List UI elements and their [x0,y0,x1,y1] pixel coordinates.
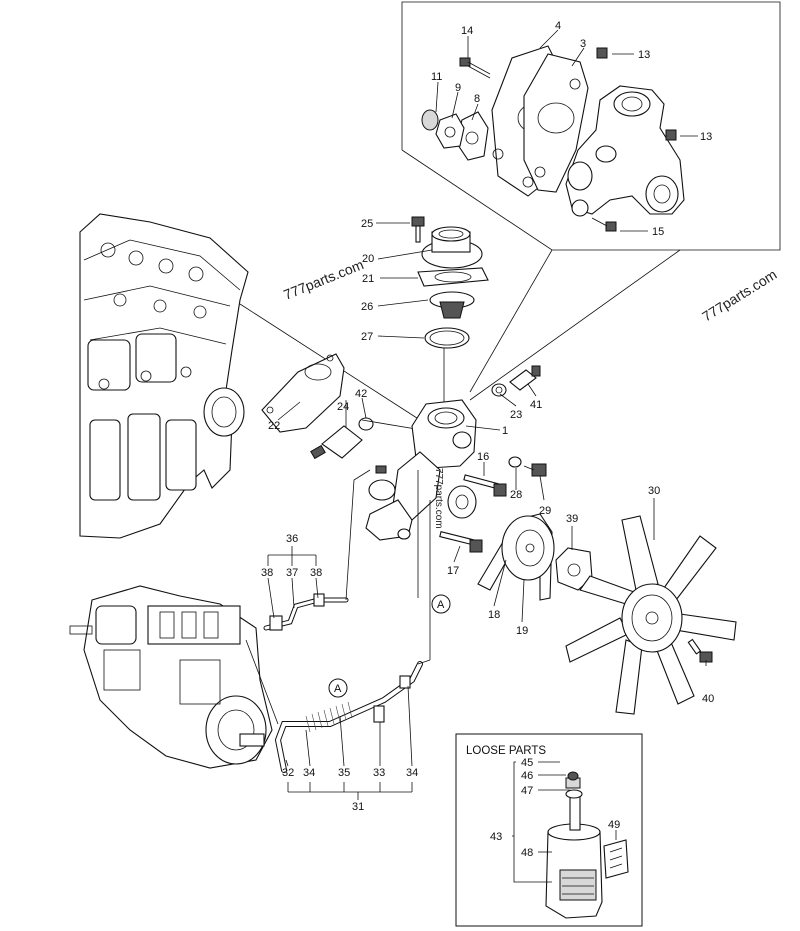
callout-21: 21 [362,273,374,285]
callout-24: 24 [337,401,349,413]
callout-18: 18 [488,609,500,621]
bolt-15 [605,221,617,232]
watermark-center: 777parts.com [433,468,444,529]
marker-a-upper-label: A [437,599,445,611]
callout-34-right: 34 [406,767,418,779]
callout-17: 17 [447,565,459,577]
temperature-sensor [321,425,363,459]
washer-23 [491,383,507,397]
callout-labels: 1 3 4 8 9 11 13 13 14 15 16 17 18 19 20 … [261,20,714,859]
callout-32: 32 [282,767,294,779]
callout-1: 1 [502,425,508,437]
callout-26: 26 [361,301,373,313]
engine-block [79,213,249,539]
callout-19: 19 [516,625,528,637]
callout-47: 47 [521,785,533,797]
callout-38-right: 38 [310,567,322,579]
detail-inset [401,1,781,401]
callout-8: 8 [474,93,480,105]
callout-27: 27 [361,331,373,343]
loose-parts-title: LOOSE PARTS [466,745,546,757]
bolt-14 [459,57,471,67]
reference-marker-a-upper [431,594,451,614]
fan-pulley [501,515,555,581]
callout-36: 36 [286,533,298,545]
injection-pump [69,585,273,769]
sender-41 [509,369,537,391]
pipe-clip [399,675,411,689]
hose-clip-right [313,593,325,607]
callout-39: 39 [566,513,578,525]
callout-25: 25 [361,218,373,230]
marker-a-lower-label: A [334,683,342,695]
label-plate [603,839,629,879]
callout-4: 4 [555,20,561,32]
thermostat-gasket [417,267,489,287]
cooling-fan [565,515,737,715]
callout-46: 46 [521,770,533,782]
reference-marker-a-lower [328,678,348,698]
callout-41: 41 [530,399,542,411]
housing-gasket [261,353,345,433]
callout-13-side: 13 [700,131,712,143]
callout-38-left: 38 [261,567,273,579]
pipe-bracket [373,705,385,723]
pump-cover-plate [523,53,589,193]
bolt-25 [411,216,425,227]
callout-11: 11 [431,71,442,83]
callout-14: 14 [461,25,473,37]
callout-3: 3 [580,38,586,50]
plug-13-side [665,129,677,141]
callout-31: 31 [352,801,364,813]
plug-13-upper [596,47,608,59]
washer-42 [358,417,374,431]
callout-34-left: 34 [303,767,315,779]
detail-inset-frame [401,1,781,251]
pump-hub [447,485,477,519]
callout-37: 37 [286,567,298,579]
watermark-right: 777parts.com [699,266,779,325]
flange [435,113,465,149]
loose-parts-box: LOOSE PARTS [455,733,643,927]
bolt-29 [531,463,547,477]
callout-40: 40 [702,693,714,705]
callout-13-upper: 13 [638,49,650,61]
detail-pointer-line-1 [469,249,553,393]
thermostat-assembly [411,216,489,410]
detail-pointer-line-2 [469,249,681,401]
callout-42: 42 [355,388,367,400]
callout-9: 9 [455,82,461,94]
leader-lines [267,222,707,800]
bolt-40-shank [687,638,702,655]
watermark-left: 777parts.com [281,256,366,303]
callout-23: 23 [510,409,522,421]
hose-clip-left [269,615,283,631]
callout-33: 33 [373,767,385,779]
plug [421,109,439,131]
callout-49: 49 [608,819,620,831]
callout-29: 29 [539,505,551,517]
water-flange-housing [365,399,477,541]
callout-16: 16 [477,451,489,463]
callout-35: 35 [338,767,350,779]
callout-48: 48 [521,847,533,859]
callout-20: 20 [362,253,374,265]
callout-22: 22 [268,420,280,432]
callout-28: 28 [510,489,522,501]
callout-15: 15 [652,226,664,238]
washer-28 [508,456,522,468]
callout-45: 45 [521,757,533,769]
callout-43: 43 [490,831,502,843]
callout-30: 30 [648,485,660,497]
